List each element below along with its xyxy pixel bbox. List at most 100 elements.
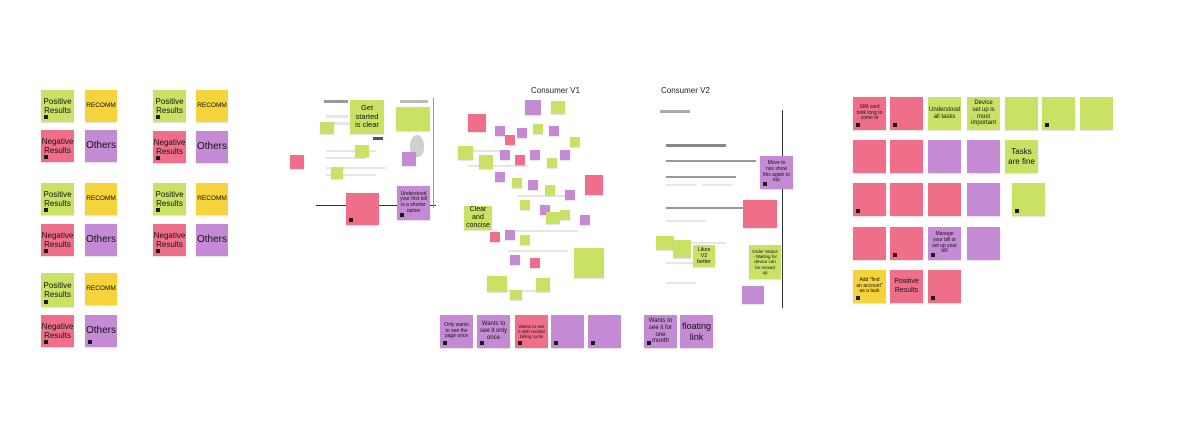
sticky-note[interactable] bbox=[570, 137, 580, 147]
sticky-note[interactable] bbox=[396, 107, 430, 131]
sticky-negative-results[interactable]: Negative Results bbox=[41, 130, 74, 162]
sticky-clear-concise[interactable]: Clear and concise bbox=[464, 206, 492, 230]
sticky-device-setup[interactable]: Device set up is most important bbox=[967, 97, 1000, 130]
sticky-wants-one-month[interactable]: Wants to see it for one month bbox=[644, 315, 677, 348]
sticky-note[interactable] bbox=[512, 178, 522, 188]
sticky-note[interactable] bbox=[355, 145, 369, 157]
sticky-wants-see-once[interactable]: Wants to see it only once bbox=[477, 315, 510, 348]
sticky-note[interactable] bbox=[487, 276, 507, 292]
sticky-note[interactable] bbox=[525, 100, 541, 115]
sticky-positive-results[interactable]: Positive Results bbox=[41, 183, 74, 215]
sticky-move-nav[interactable]: Move to nav show this again to top bbox=[760, 156, 793, 189]
sticky-get-started[interactable]: Get started is clear bbox=[350, 100, 384, 134]
sticky-note[interactable] bbox=[520, 235, 530, 245]
sticky-note[interactable] bbox=[565, 190, 575, 200]
sticky-negative-results[interactable]: Negative Results bbox=[41, 315, 74, 347]
sticky-note[interactable] bbox=[928, 270, 961, 303]
sticky-note[interactable] bbox=[468, 114, 486, 132]
sticky-note[interactable] bbox=[560, 210, 570, 220]
sticky-tasks-fine[interactable]: Tasks are fine bbox=[1005, 140, 1038, 173]
sticky-note[interactable] bbox=[540, 205, 550, 215]
sticky-note[interactable] bbox=[560, 150, 570, 160]
sticky-note[interactable] bbox=[551, 315, 584, 348]
sticky-recomm[interactable]: RECOMM bbox=[85, 183, 117, 215]
sticky-note[interactable] bbox=[290, 155, 304, 169]
sticky-note[interactable] bbox=[743, 200, 777, 228]
sticky-others[interactable]: Others bbox=[85, 224, 117, 256]
sticky-note[interactable] bbox=[551, 101, 565, 114]
sticky-positive-results[interactable]: Positive Results bbox=[153, 90, 186, 122]
sticky-note[interactable] bbox=[490, 232, 500, 242]
sticky-add-find-account[interactable]: Add "find an account" as a task bbox=[853, 270, 886, 303]
sticky-recomm[interactable]: RECOMM bbox=[196, 183, 228, 215]
sticky-negative-results[interactable]: Negative Results bbox=[41, 224, 74, 256]
sticky-recomm[interactable]: RECOMM bbox=[85, 90, 117, 122]
sticky-positive-results[interactable]: Positive Results bbox=[153, 183, 186, 215]
sticky-understood-all-tasks[interactable]: Understood all tasks bbox=[928, 97, 961, 130]
sticky-note[interactable] bbox=[656, 236, 674, 250]
sticky-note[interactable] bbox=[546, 212, 560, 224]
sticky-note[interactable] bbox=[890, 183, 923, 216]
sticky-note[interactable] bbox=[1042, 97, 1075, 130]
sticky-only-wants-once[interactable]: Only wants to see the page once bbox=[440, 315, 473, 348]
sticky-note[interactable] bbox=[549, 126, 559, 136]
sticky-note[interactable] bbox=[853, 227, 886, 260]
sticky-note[interactable] bbox=[530, 150, 540, 160]
sticky-understood-first-bill[interactable]: Understood your first bill is a shorter … bbox=[397, 186, 430, 220]
sticky-note[interactable] bbox=[331, 167, 343, 179]
sticky-manage-bill[interactable]: Manage your bill or set up your bill bbox=[928, 227, 961, 260]
sticky-note[interactable] bbox=[510, 290, 522, 300]
sticky-floating-link[interactable]: floating link bbox=[680, 315, 713, 348]
sticky-note[interactable] bbox=[967, 183, 1000, 216]
sticky-note[interactable] bbox=[890, 97, 923, 130]
sticky-others[interactable]: Others bbox=[196, 131, 228, 163]
sticky-note[interactable] bbox=[528, 180, 538, 190]
sticky-note[interactable] bbox=[530, 258, 540, 268]
sticky-note[interactable] bbox=[890, 140, 923, 173]
sticky-note[interactable] bbox=[853, 183, 886, 216]
sticky-sim-card[interactable]: SIM card took long to come in bbox=[853, 97, 886, 130]
sticky-order-status[interactable]: Order Status - Waiting for device can be… bbox=[749, 245, 781, 279]
sticky-negative-results[interactable]: Negative Results bbox=[153, 224, 186, 256]
sticky-note[interactable] bbox=[536, 278, 550, 292]
sticky-others[interactable]: Others bbox=[85, 315, 117, 347]
sticky-positive-results[interactable]: Positive Results bbox=[41, 273, 74, 307]
sticky-note[interactable] bbox=[495, 172, 505, 182]
sticky-note[interactable] bbox=[320, 122, 334, 134]
sticky-note[interactable] bbox=[574, 248, 604, 278]
sticky-note[interactable] bbox=[853, 140, 886, 173]
sticky-note[interactable] bbox=[495, 126, 505, 136]
sticky-note[interactable] bbox=[742, 286, 764, 304]
sticky-others[interactable]: Others bbox=[196, 224, 228, 256]
sticky-positive-results[interactable]: Positive Results bbox=[41, 90, 74, 122]
sticky-recomm[interactable]: RECOMM bbox=[196, 90, 228, 122]
sticky-note[interactable] bbox=[479, 155, 493, 169]
sticky-note[interactable] bbox=[515, 155, 525, 165]
sticky-note[interactable] bbox=[1012, 183, 1045, 216]
sticky-note[interactable] bbox=[533, 124, 543, 134]
sticky-note[interactable] bbox=[520, 200, 530, 210]
sticky-note[interactable] bbox=[510, 255, 520, 265]
sticky-note[interactable] bbox=[890, 227, 923, 260]
sticky-note[interactable] bbox=[402, 152, 416, 166]
sticky-recomm[interactable]: RECOMM bbox=[85, 273, 117, 305]
sticky-note[interactable] bbox=[1080, 97, 1113, 130]
sticky-note[interactable] bbox=[588, 315, 621, 348]
sticky-note[interactable] bbox=[500, 150, 510, 160]
sticky-likes-v2[interactable]: Likes V2 better bbox=[693, 245, 715, 267]
sticky-note[interactable] bbox=[928, 140, 961, 173]
sticky-others[interactable]: Others bbox=[85, 130, 117, 162]
sticky-note[interactable] bbox=[585, 175, 603, 195]
sticky-note[interactable] bbox=[517, 128, 527, 138]
sticky-note[interactable] bbox=[505, 230, 515, 240]
sticky-note[interactable] bbox=[346, 193, 379, 225]
sticky-note[interactable] bbox=[545, 185, 555, 195]
sticky-note[interactable] bbox=[505, 135, 515, 145]
sticky-note[interactable] bbox=[1005, 97, 1038, 130]
sticky-note[interactable] bbox=[928, 183, 961, 216]
sticky-wants-billing-cycle[interactable]: Wants to see it with recited billing cyc… bbox=[515, 315, 548, 348]
sticky-negative-results[interactable]: Negative Results bbox=[153, 131, 186, 163]
sticky-note[interactable] bbox=[673, 240, 691, 258]
sticky-note[interactable] bbox=[580, 215, 590, 225]
sticky-note[interactable] bbox=[547, 158, 557, 168]
